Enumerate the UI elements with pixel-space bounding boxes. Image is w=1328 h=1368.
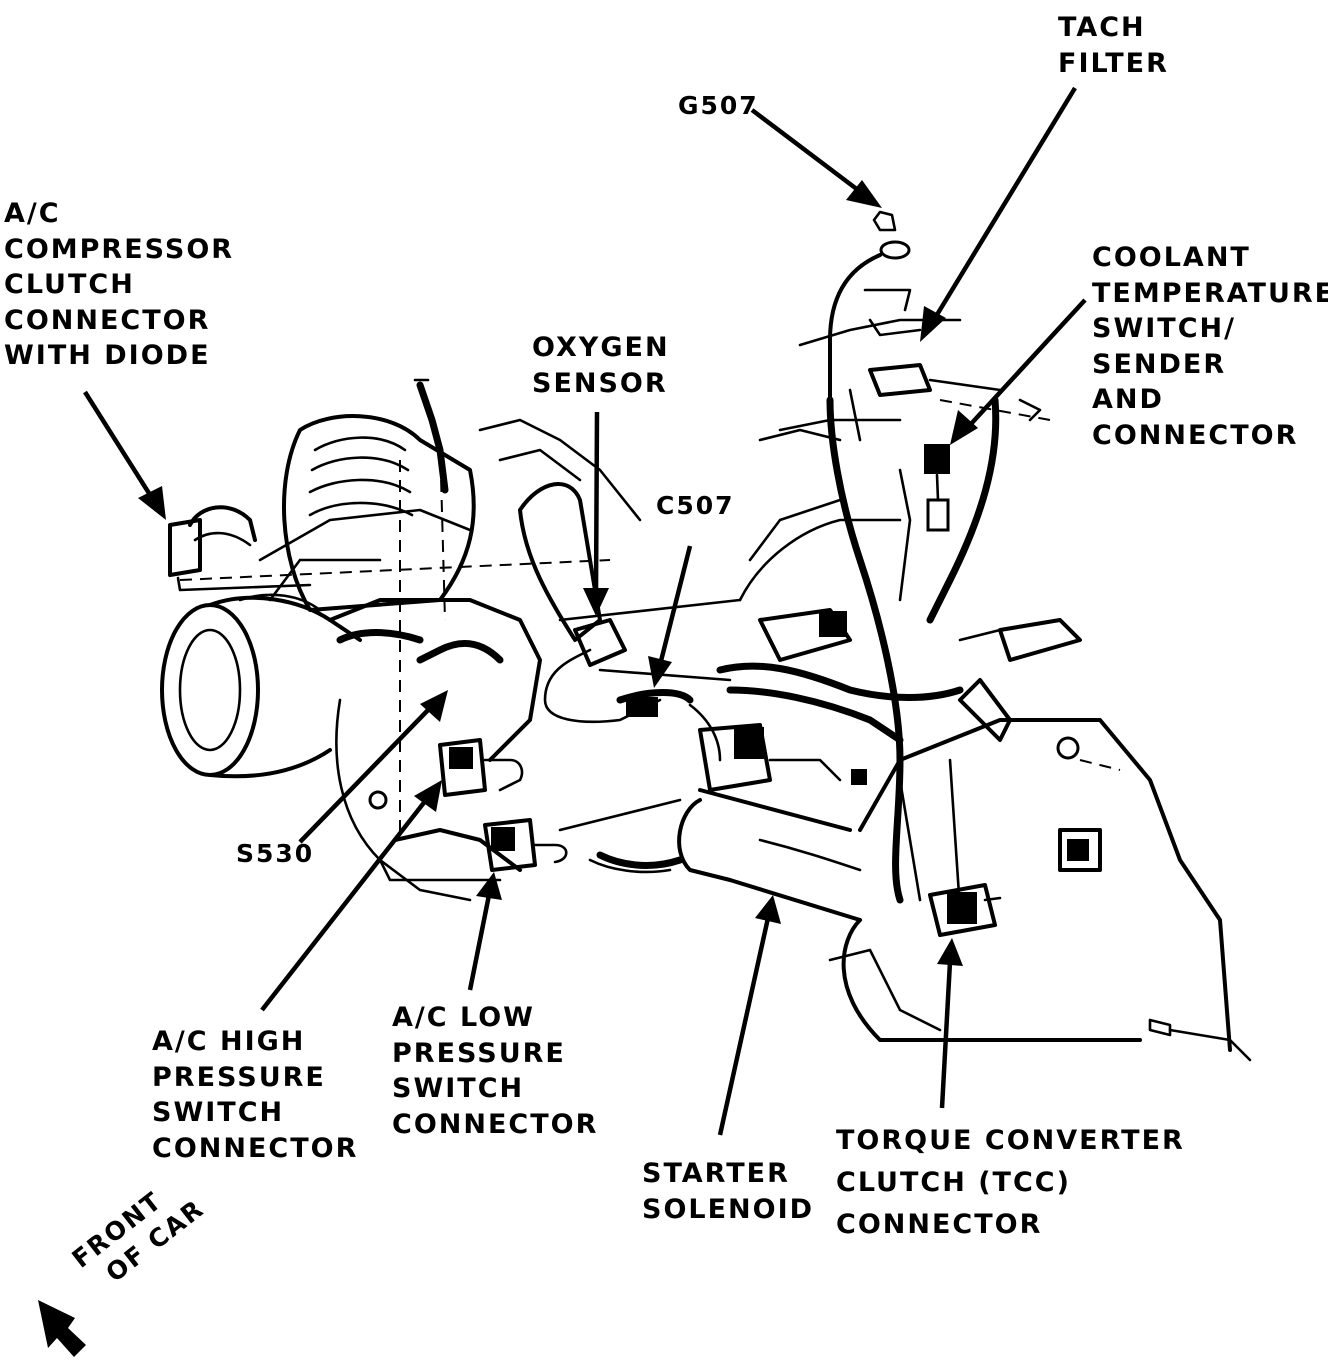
ac-high-pressure-label: A/C HIGH PRESSURE SWITCH CONNECTOR xyxy=(152,1026,359,1164)
ac-compressor-drawing xyxy=(160,378,611,902)
ac-low-pressure-label: A/C LOW PRESSURE SWITCH CONNECTOR xyxy=(392,1002,599,1140)
tcc-connector-drawing xyxy=(928,883,1002,937)
upper-engine-drawing xyxy=(778,210,1051,904)
tcc-connector-label: TORQUE CONVERTER CLUTCH (TCC) CONNECTOR xyxy=(836,1125,1185,1240)
leader-arrows xyxy=(38,86,1087,1357)
starter-drawing xyxy=(558,788,862,922)
s530-label: S530 xyxy=(236,839,315,868)
tach-filter-label: TACH FILTER xyxy=(1058,12,1169,79)
oxygen-sensor-drawing xyxy=(518,482,722,762)
intake-harness-drawing xyxy=(336,418,964,792)
pressure-switches-drawing xyxy=(368,738,568,872)
transmission-drawing xyxy=(828,618,1252,1062)
oxygen-sensor-label: OXYGEN SENSOR xyxy=(532,332,670,399)
compressor-clutch-connector-drawing xyxy=(168,505,312,592)
coolant-temperature-label: COOLANT TEMPERATURE SWITCH/ SENDER AND C… xyxy=(1092,242,1328,451)
ac-compressor-clutch-label: A/C COMPRESSOR CLUTCH CONNECTOR WITH DIO… xyxy=(4,198,235,371)
starter-solenoid-label: STARTER SOLENOID xyxy=(642,1158,815,1225)
g507-label: G507 xyxy=(678,91,759,120)
c507-label: C507 xyxy=(656,491,735,520)
